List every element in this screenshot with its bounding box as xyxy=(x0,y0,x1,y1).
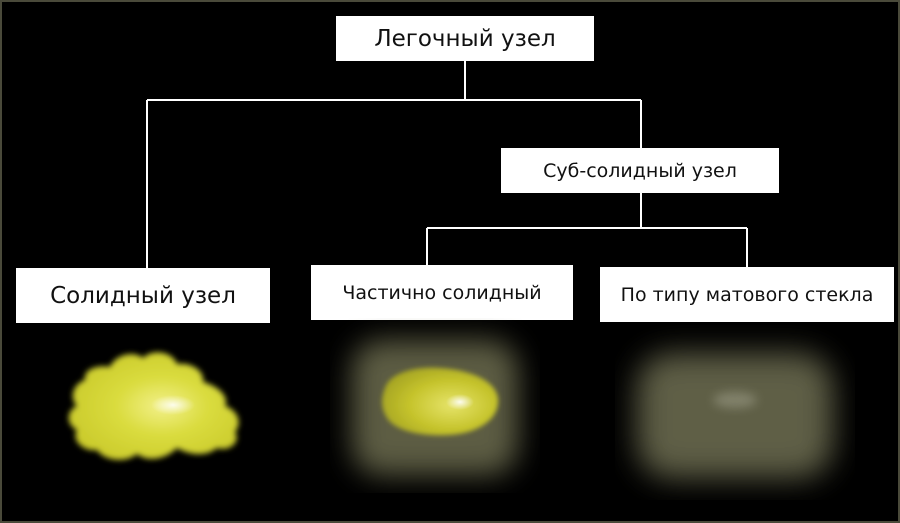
solid-node-label: Солидный узел xyxy=(50,282,236,309)
ground-glass-nodule-image xyxy=(637,353,833,478)
solid-nodule-image xyxy=(68,352,239,460)
partial-solid-node-label: Частично солидный xyxy=(342,281,542,304)
partial-solid-nodule-image xyxy=(352,340,518,475)
partial-solid-node-box: Частично солидный xyxy=(311,265,573,320)
subsolid-node-label: Суб-солидный узел xyxy=(543,159,737,182)
subsolid-node-box: Суб-солидный узел xyxy=(501,148,779,193)
ground-glass-node-box: По типу матового стекла xyxy=(600,267,894,322)
solid-node-box: Солидный узел xyxy=(16,268,270,323)
ground-glass-node-label: По типу матового стекла xyxy=(620,283,874,306)
root-node-box: Легочный узел xyxy=(336,16,594,61)
root-node-label: Легочный узел xyxy=(374,25,556,52)
